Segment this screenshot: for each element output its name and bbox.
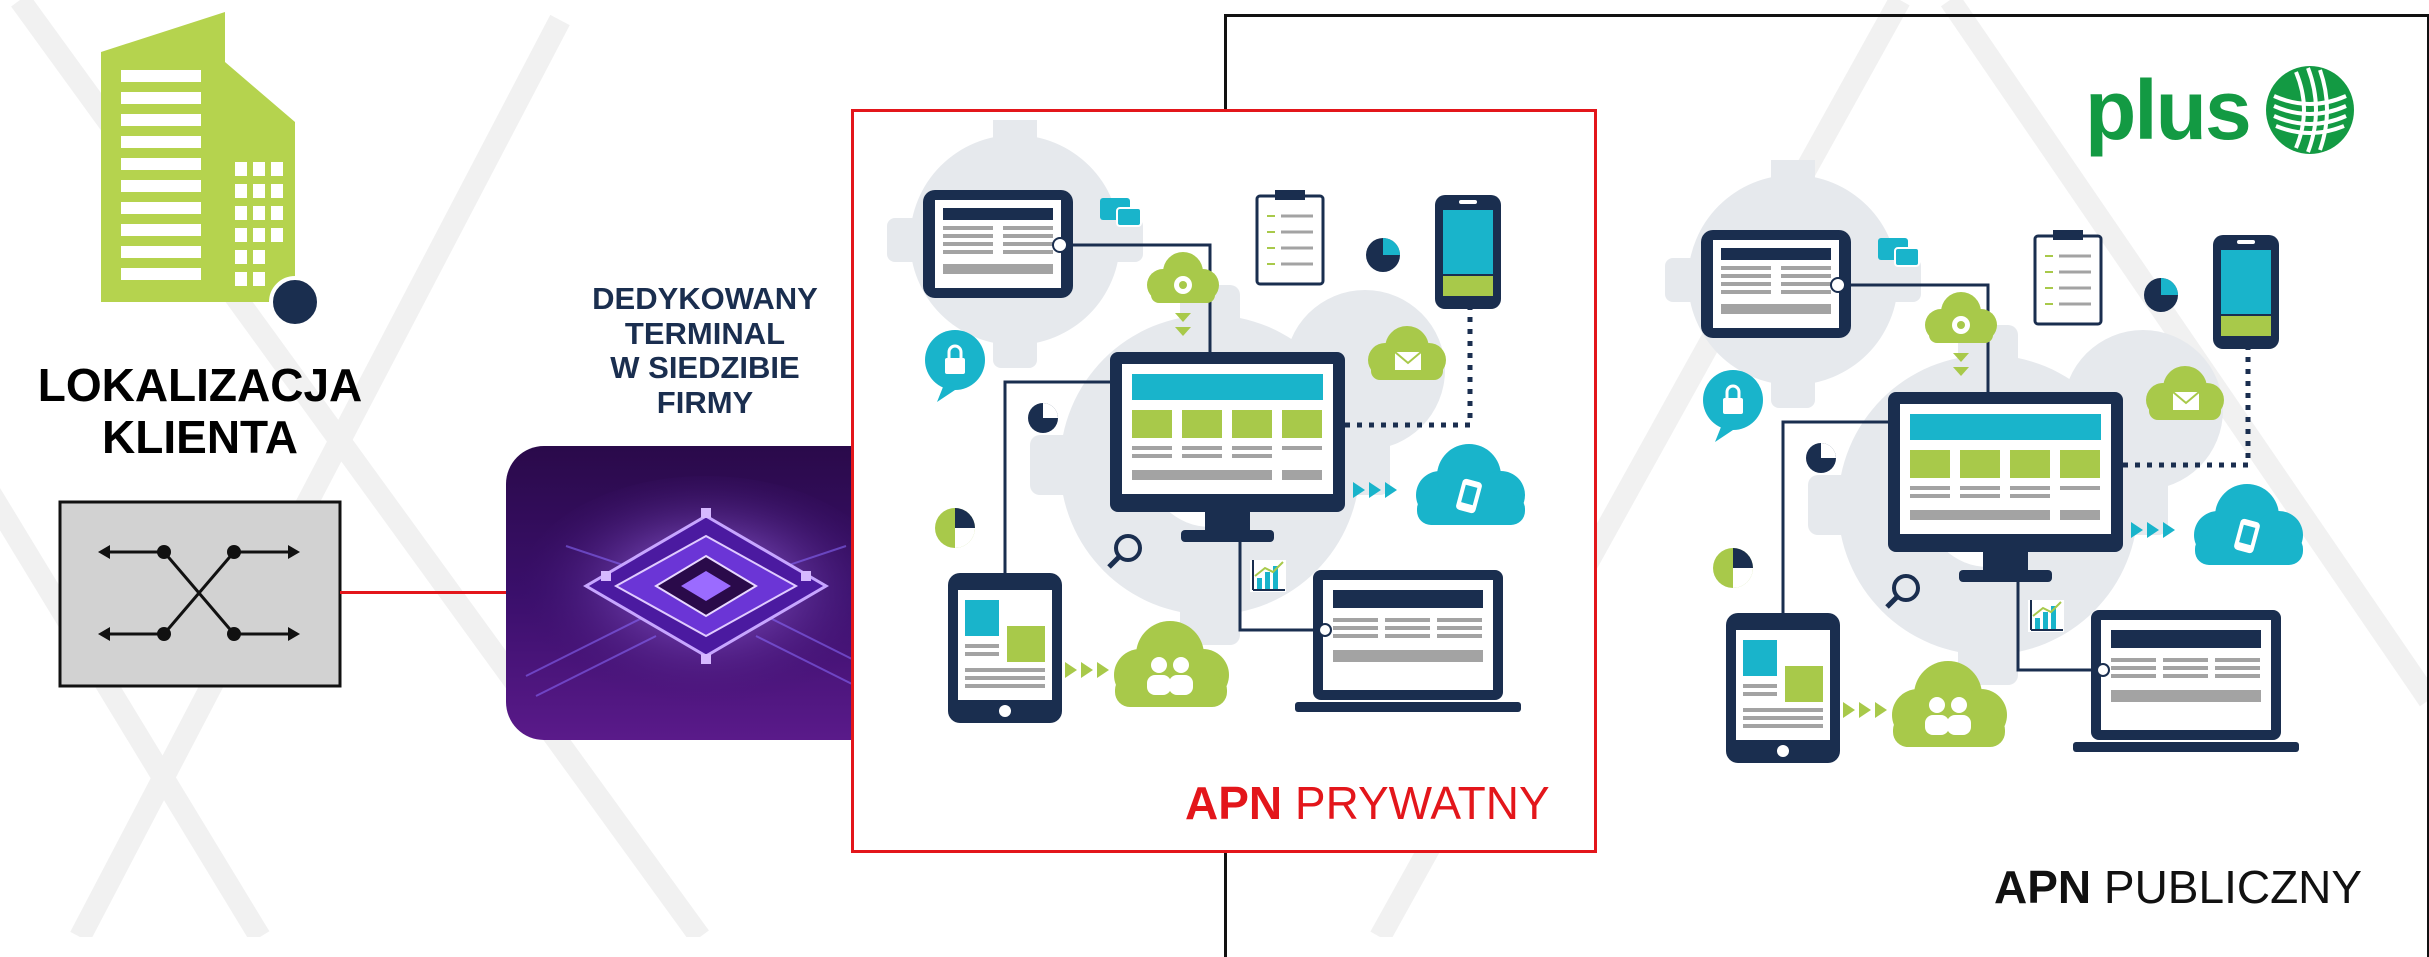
terminal-line2: TERMINAL <box>624 315 786 351</box>
terminal-line4: FIRMY <box>656 385 754 421</box>
public-apn-strong: APN <box>1994 861 2092 913</box>
plus-logo: plus <box>2085 62 2356 158</box>
private-network-illustration <box>887 120 1525 723</box>
network-switch-icon <box>58 500 342 688</box>
client-location-label: LOKALIZACJA KLIENTA <box>20 359 380 463</box>
plus-logo-text: plus <box>2085 63 2252 157</box>
private-apn-label: APN PRYWATNY <box>1185 776 1550 830</box>
public-apn-label: APN PUBLICZNY <box>1994 860 2362 914</box>
plus-emblem-icon <box>2265 66 2354 154</box>
private-apn-rest: PRYWATNY <box>1294 777 1550 829</box>
terminal-line1: DEDYKOWANY <box>592 281 818 316</box>
terminal-line3: W SIEDZIBIE <box>610 350 800 386</box>
terminal-label: DEDYKOWANY TERMINAL W SIEDZIBIE FIRMY <box>560 281 850 421</box>
public-network-illustration <box>1665 160 2303 763</box>
processor-chip-icon <box>506 446 906 740</box>
office-building-icon <box>101 12 321 328</box>
private-apn-strong: APN <box>1185 777 1283 829</box>
public-apn-rest: PUBLICZNY <box>2103 861 2363 913</box>
client-location-line2: KLIENTA <box>102 410 298 463</box>
client-location-line1: LOKALIZACJA <box>37 359 363 411</box>
connection-line <box>340 591 510 594</box>
